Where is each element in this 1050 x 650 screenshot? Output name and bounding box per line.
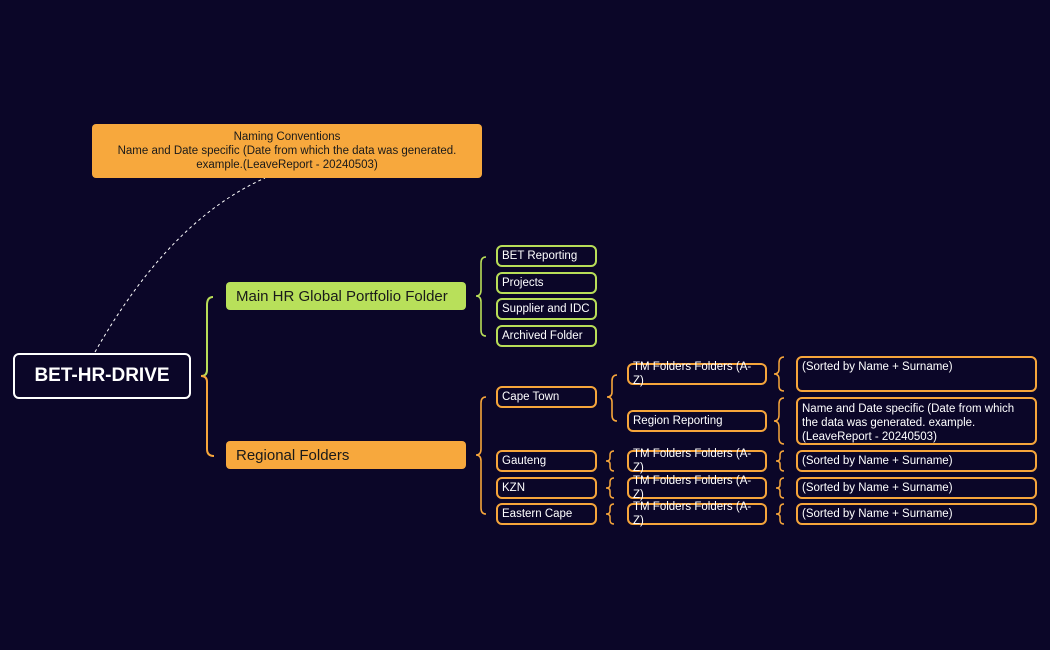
node-label: TM Folders Folders (A-Z)	[633, 361, 752, 387]
note-cape-town-region-reporting[interactable]: Name and Date specific (Date from which …	[796, 397, 1037, 445]
node-kzn-tm-folders[interactable]: TM Folders Folders (A-Z)	[627, 475, 767, 501]
tm-gauteng-note-brace	[775, 450, 785, 472]
node-label: Cape Town	[502, 391, 560, 403]
root-node[interactable]: BET-HR-DRIVE	[13, 353, 191, 399]
regional-folders-label: Regional Folders	[236, 446, 350, 464]
callout-title: Naming Conventions	[233, 131, 341, 143]
note-kzn-tm-sorting[interactable]: (Sorted by Name + Surname)	[796, 477, 1037, 499]
capetown-brace	[606, 374, 618, 422]
node-label: TM Folders Folders (A-Z)	[633, 475, 752, 501]
node-label: Region Reporting	[633, 415, 723, 427]
main-brace	[475, 256, 487, 337]
node-eastern-cape[interactable]: Eastern Cape	[496, 503, 597, 525]
node-label: Archived Folder	[502, 330, 583, 342]
node-label: BET Reporting	[502, 250, 578, 262]
node-projects[interactable]: Projects	[496, 272, 597, 294]
node-label: TM Folders Folders (A-Z)	[633, 501, 752, 527]
note-gauteng-tm-sorting[interactable]: (Sorted by Name + Surname)	[796, 450, 1037, 472]
root-brace-upper	[200, 296, 214, 377]
node-label: TM Folders Folders (A-Z)	[633, 448, 752, 474]
node-gauteng-tm-folders[interactable]: TM Folders Folders (A-Z)	[627, 448, 767, 474]
easterncape-brace	[605, 503, 615, 525]
naming-conventions-callout[interactable]: Naming Conventions Name and Date specifi…	[92, 124, 482, 178]
note-cape-town-tm-sorting[interactable]: (Sorted by Name + Surname)	[796, 356, 1037, 392]
tm-capetown-note-brace	[773, 356, 785, 392]
node-label: Gauteng	[502, 455, 547, 467]
note-text: (Sorted by Name + Surname)	[802, 361, 953, 373]
tm-easterncape-note-brace	[775, 503, 785, 525]
note-text: (Sorted by Name + Surname)	[802, 482, 953, 494]
node-label: KZN	[502, 482, 525, 494]
node-kzn[interactable]: KZN	[496, 477, 597, 499]
node-cape-town-region-reporting[interactable]: Region Reporting	[627, 410, 767, 432]
node-archived-folder[interactable]: Archived Folder	[496, 325, 597, 347]
node-supplier-and-idc[interactable]: Supplier and IDC	[496, 298, 597, 320]
main-hr-folder-label: Main HR Global Portfolio Folder	[236, 287, 448, 305]
note-eastern-cape-tm-sorting[interactable]: (Sorted by Name + Surname)	[796, 503, 1037, 525]
root-brace-lower	[200, 375, 215, 457]
kzn-brace	[605, 477, 615, 499]
note-text: Name and Date specific (Date from which …	[802, 403, 1015, 443]
note-text: (Sorted by Name + Surname)	[802, 508, 953, 520]
node-gauteng[interactable]: Gauteng	[496, 450, 597, 472]
note-text: (Sorted by Name + Surname)	[802, 455, 953, 467]
tm-kzn-note-brace	[775, 477, 785, 499]
regional-folders-node[interactable]: Regional Folders	[226, 441, 466, 469]
root-label: BET-HR-DRIVE	[34, 365, 170, 386]
region-reporting-note-brace	[773, 397, 785, 445]
node-cape-town-tm-folders[interactable]: TM Folders Folders (A-Z)	[627, 361, 767, 387]
callout-line-3: example.(LeaveReport - 20240503)	[196, 159, 378, 171]
callout-line-2: Name and Date specific (Date from which …	[117, 145, 457, 157]
node-label: Eastern Cape	[502, 508, 573, 520]
node-bet-reporting[interactable]: BET Reporting	[496, 245, 597, 267]
main-hr-folder-node[interactable]: Main HR Global Portfolio Folder	[226, 282, 466, 310]
node-eastern-cape-tm-folders[interactable]: TM Folders Folders (A-Z)	[627, 501, 767, 527]
node-label: Projects	[502, 277, 544, 289]
regional-brace	[475, 396, 487, 515]
gauteng-brace	[605, 450, 615, 472]
callout-link	[94, 177, 266, 353]
node-cape-town[interactable]: Cape Town	[496, 386, 597, 408]
node-label: Supplier and IDC	[502, 303, 590, 315]
